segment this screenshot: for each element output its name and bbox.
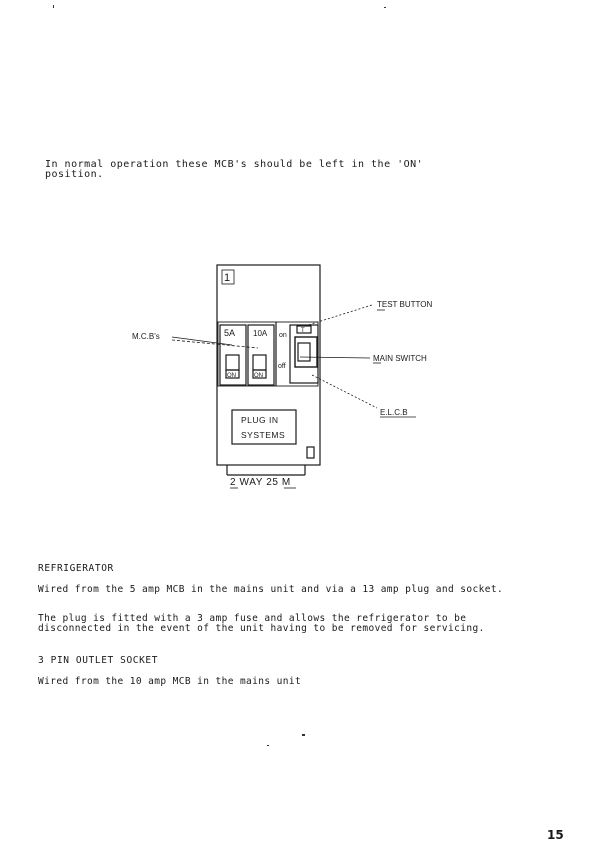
mcb-10a (247, 324, 275, 386)
scan-speck (302, 734, 305, 736)
mcb-5a (219, 324, 247, 386)
corner-mark: 1 (224, 272, 230, 284)
scan-speck (53, 5, 54, 8)
elcb-block (289, 324, 319, 384)
test-button-label: TEST BUTTON (377, 300, 432, 309)
switch-off-label: off (278, 363, 286, 370)
plug-in-systems-box (231, 409, 297, 445)
switch-on-label: on (279, 332, 287, 339)
scan-speck (384, 7, 386, 8)
page-number: 15 (547, 828, 564, 842)
plug-in-line1: PLUG IN (241, 415, 279, 425)
scan-speck (267, 745, 269, 746)
mcbs-label: M.C.B's (132, 332, 160, 341)
outlet-paragraph-1: Wired from the 10 amp MCB in the mains u… (38, 676, 302, 687)
mcb1-state-label: ON (227, 373, 236, 379)
section-heading-outlet-socket: 3 PIN OUTLET SOCKET (38, 655, 159, 666)
mcb2-state-label: ON (254, 373, 263, 379)
intro-paragraph: In normal operation these MCB's should b… (45, 159, 424, 180)
refrigerator-paragraph-1: Wired from the 5 amp MCB in the mains un… (38, 584, 504, 595)
main-switch-label: MAIN SWITCH (373, 354, 427, 363)
diagram-caption: 2 WAY 25 M (230, 477, 291, 488)
elcb-label: E.L.C.B (380, 408, 408, 417)
section-heading-refrigerator: REFRIGERATOR (38, 563, 114, 574)
mcb2-rating-label: 10A (253, 329, 268, 338)
plug-in-line2: SYSTEMS (241, 430, 285, 440)
consumer-unit-enclosure (216, 264, 321, 466)
refrigerator-paragraph-2: The plug is fitted with a 3 amp fuse and… (38, 613, 485, 634)
elcb-top-mark: T (301, 328, 305, 334)
mcb1-rating-label: 5A (224, 328, 235, 338)
main-switch (294, 336, 318, 368)
